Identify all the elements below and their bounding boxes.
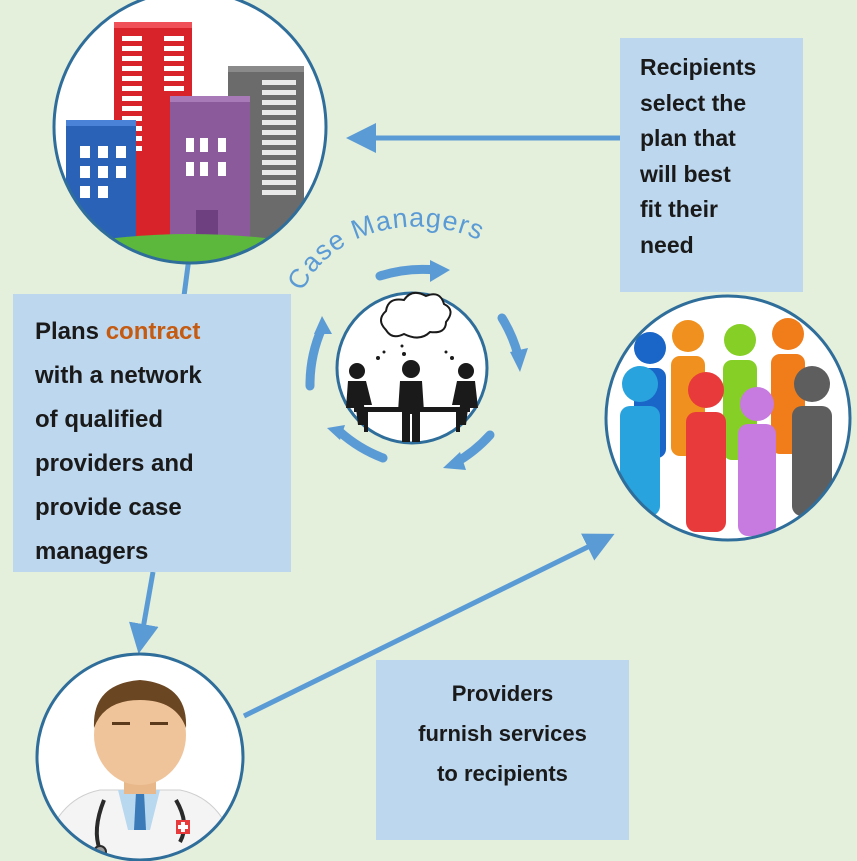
plans-line: managers — [35, 538, 149, 565]
plans-line: providers and — [35, 450, 194, 477]
plans-line: with a network — [35, 362, 202, 389]
providers-line: Providers — [451, 681, 554, 706]
recipients-line: fit their — [640, 196, 718, 222]
recipients-line: plan that — [640, 125, 736, 151]
arrow-provider-to-recipients — [242, 533, 615, 719]
providers-line: to recipients — [437, 761, 568, 786]
recipients-line: Recipients — [640, 54, 757, 80]
plans-box: Plans contract with a network of qualifi… — [13, 294, 291, 572]
arrow-plans-to-provider — [129, 571, 159, 654]
plans-line: of qualified — [35, 406, 163, 433]
plans-line: provide case — [35, 494, 182, 521]
recipients-line: will best — [640, 160, 731, 187]
providers-line: furnish services — [418, 721, 587, 746]
contract-highlight: contract — [105, 318, 201, 345]
plans-line-start: Plans — [35, 318, 106, 345]
recipients-line: need — [640, 231, 694, 258]
recipients-line: select the — [640, 89, 747, 116]
plans-line: Plans contract — [35, 310, 269, 354]
providers-box: Providers furnish services to recipients — [376, 660, 629, 840]
recipients-box: Recipients select the plan that will bes… — [620, 38, 803, 292]
